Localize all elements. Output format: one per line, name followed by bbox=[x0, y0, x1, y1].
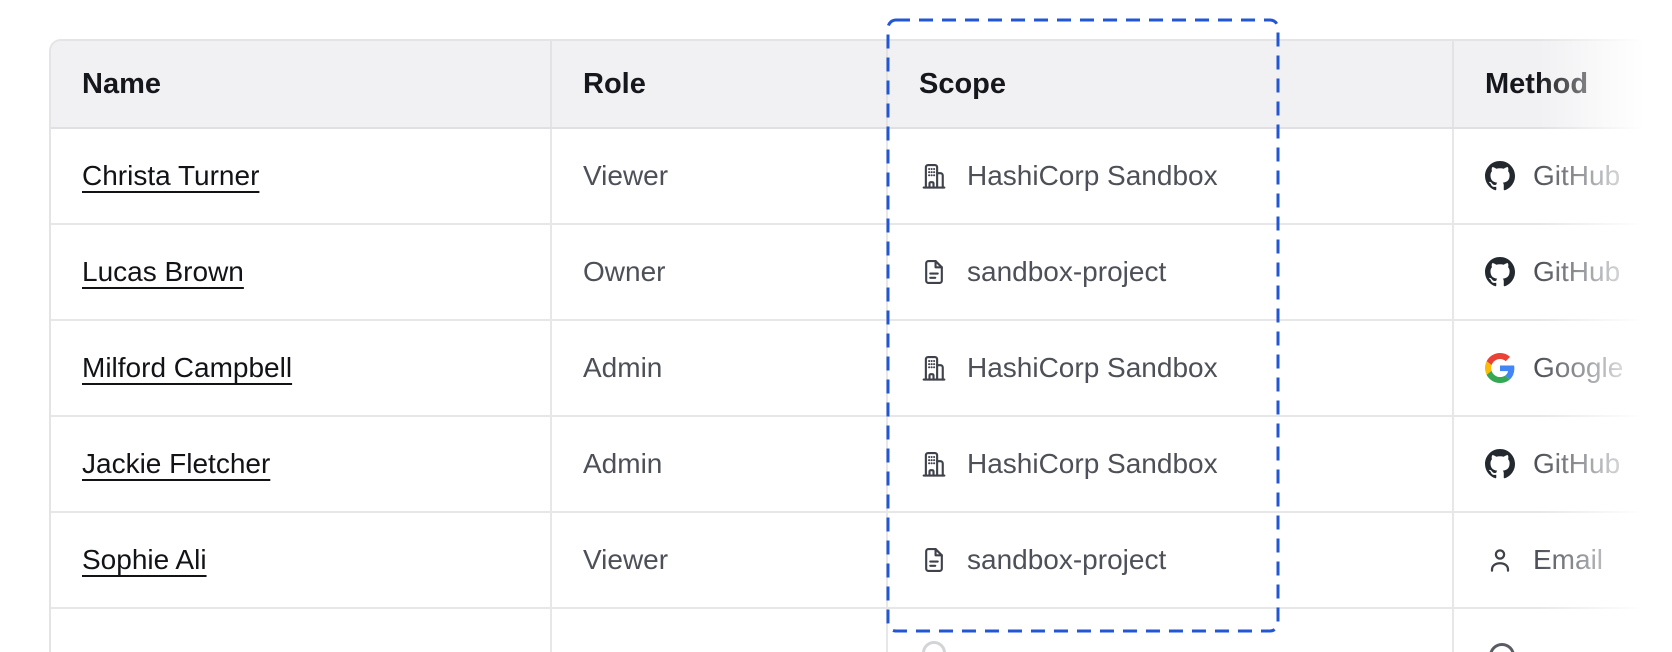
github-icon bbox=[1485, 257, 1515, 287]
members-table: Name Role Scope Method Christa Turner Vi… bbox=[49, 39, 1672, 652]
member-name-link[interactable]: Sophie Ali bbox=[82, 544, 207, 575]
role-cell: Admin bbox=[552, 417, 888, 511]
scope-cell: HashiCorp Sandbox bbox=[888, 321, 1454, 415]
role-label: Viewer bbox=[583, 160, 669, 191]
method-cell bbox=[1454, 609, 1672, 652]
method-cell: GitHub bbox=[1454, 417, 1672, 511]
table-row: Sophie Ali Viewer sandbox-project bbox=[51, 513, 1672, 609]
method-label: GitHub bbox=[1533, 256, 1621, 287]
member-name-link[interactable]: Jackie Fletcher bbox=[82, 448, 271, 479]
scope-label: HashiCorp Sandbox bbox=[967, 160, 1218, 191]
scope-cell: sandbox-project bbox=[888, 513, 1454, 607]
name-cell: Milford Campbell bbox=[51, 321, 552, 415]
building-icon bbox=[919, 353, 949, 383]
name-cell bbox=[51, 609, 552, 652]
role-cell: Viewer bbox=[552, 513, 888, 607]
table-header-row: Name Role Scope Method bbox=[51, 41, 1672, 129]
role-cell: Owner bbox=[552, 225, 888, 319]
scope-cell bbox=[888, 609, 1454, 652]
member-name-link[interactable]: Christa Turner bbox=[82, 160, 260, 191]
name-cell: Jackie Fletcher bbox=[51, 417, 552, 511]
table-row: Christa Turner Viewer bbox=[51, 129, 1672, 225]
scope-label: sandbox-project bbox=[967, 544, 1167, 575]
scope-cell: sandbox-project bbox=[888, 225, 1454, 319]
table-row: Jackie Fletcher Admin bbox=[51, 417, 1672, 513]
column-header-name: Name bbox=[51, 41, 552, 127]
method-cell: Email bbox=[1454, 513, 1672, 607]
role-label: Owner bbox=[583, 256, 666, 287]
method-cell: GitHub bbox=[1454, 129, 1672, 223]
scope-label: HashiCorp Sandbox bbox=[967, 448, 1218, 479]
column-header-scope: Scope bbox=[888, 41, 1454, 127]
table-row-partial bbox=[51, 609, 1672, 652]
github-icon bbox=[1485, 449, 1515, 479]
name-cell: Lucas Brown bbox=[51, 225, 552, 319]
member-name-link[interactable]: Lucas Brown bbox=[82, 256, 244, 287]
role-label: Admin bbox=[583, 448, 663, 479]
scope-label: HashiCorp Sandbox bbox=[967, 352, 1218, 383]
scope-cell: HashiCorp Sandbox bbox=[888, 417, 1454, 511]
document-icon bbox=[919, 545, 949, 575]
name-cell: Sophie Ali bbox=[51, 513, 552, 607]
table-row: Milford Campbell Admin bbox=[51, 321, 1672, 417]
column-header-method: Method bbox=[1485, 67, 1589, 100]
building-icon bbox=[919, 161, 949, 191]
partial-scope-icon bbox=[922, 641, 946, 652]
method-label: GitHub bbox=[1533, 448, 1621, 479]
building-icon bbox=[919, 449, 949, 479]
scope-label: sandbox-project bbox=[967, 256, 1167, 287]
role-label: Viewer bbox=[583, 544, 669, 575]
role-cell bbox=[552, 609, 888, 652]
table-row: Lucas Brown Owner sandbox-project bbox=[51, 225, 1672, 321]
method-label: GitHub bbox=[1533, 160, 1621, 191]
document-icon bbox=[919, 257, 949, 287]
role-label: Admin bbox=[583, 352, 663, 383]
scope-cell: HashiCorp Sandbox bbox=[888, 129, 1454, 223]
github-icon bbox=[1485, 161, 1515, 191]
method-cell: GitHub bbox=[1454, 225, 1672, 319]
method-label: Google bbox=[1533, 352, 1624, 383]
column-header-role: Role bbox=[552, 41, 888, 127]
google-icon bbox=[1485, 353, 1515, 383]
method-cell: Google bbox=[1454, 321, 1672, 415]
role-cell: Admin bbox=[552, 321, 888, 415]
member-name-link[interactable]: Milford Campbell bbox=[82, 352, 293, 383]
person-icon bbox=[1485, 545, 1515, 575]
method-label: Email bbox=[1533, 544, 1604, 575]
name-cell: Christa Turner bbox=[51, 129, 552, 223]
role-cell: Viewer bbox=[552, 129, 888, 223]
